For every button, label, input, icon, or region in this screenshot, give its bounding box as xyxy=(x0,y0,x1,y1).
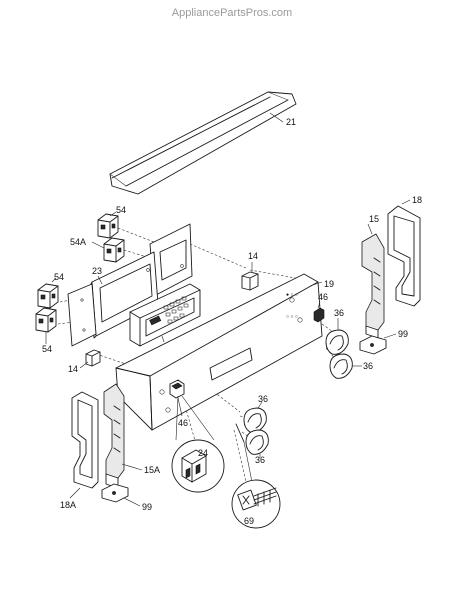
part-46-bottom-switch xyxy=(169,379,185,399)
callout-54A-top: 54A xyxy=(70,237,86,247)
part-99-right-plate xyxy=(359,335,387,355)
callout-15: 15 xyxy=(369,214,379,224)
part-54-left-terminal xyxy=(37,283,59,309)
part-69-screw-detail xyxy=(231,423,281,529)
callout-14-top: 14 xyxy=(248,251,258,261)
callout-14-bottom: 14 xyxy=(68,364,78,374)
callout-15A: 15A xyxy=(144,465,160,475)
part-14-bottom-connector xyxy=(85,349,101,367)
panel-marking-mid: ○ ○ ○ xyxy=(286,314,298,320)
part-18A-end-panel xyxy=(71,391,99,489)
callout-99-bottom: 99 xyxy=(142,502,152,512)
part-99-bottom-plate xyxy=(101,483,129,503)
part-15-end-bracket xyxy=(361,233,385,339)
control-buttons-grid xyxy=(163,296,189,324)
callout-54-top: 54 xyxy=(116,205,126,215)
callout-36-d: 36 xyxy=(255,455,265,465)
watermark-text: AppliancePartsPros.com xyxy=(172,7,292,19)
part-36-knob-a xyxy=(325,329,349,355)
part-46-right-switch xyxy=(313,307,325,323)
callout-23: 23 xyxy=(92,266,102,276)
part-36-knob-b xyxy=(329,353,353,379)
part-54A-terminal xyxy=(103,237,125,263)
part-54-top-terminal xyxy=(97,213,119,239)
control-panel-back-bracket xyxy=(149,223,193,297)
callout-36-a: 36 xyxy=(334,308,344,318)
callout-24: 24 xyxy=(198,448,208,458)
callout-46-right: 46 xyxy=(318,292,328,302)
panel-marking-top: ● ○ ○ xyxy=(286,292,298,298)
part-36-knob-c xyxy=(243,407,267,433)
part-54-bottom-terminal xyxy=(35,307,57,333)
callout-99-right: 99 xyxy=(398,329,408,339)
left-bracket-plate xyxy=(67,283,97,347)
callout-54-left: 54 xyxy=(54,272,64,282)
part-20-clock-control xyxy=(129,283,201,347)
callout-36-b: 36 xyxy=(363,361,373,371)
part-21-top-trim xyxy=(109,91,297,195)
callout-54-bottom: 54 xyxy=(42,344,52,354)
callout-18: 18 xyxy=(412,195,422,205)
part-36-knob-d xyxy=(245,429,269,455)
callout-36-c: 36 xyxy=(258,394,268,404)
part-24-switch-detail xyxy=(171,395,225,493)
part-14-top-connector xyxy=(241,271,259,291)
callout-21: 21 xyxy=(286,117,296,127)
part-18-end-panel xyxy=(387,205,421,307)
callout-46-bottom: 46 xyxy=(178,418,188,428)
callout-19: 19 xyxy=(324,279,334,289)
callout-69: 69 xyxy=(244,516,254,526)
part-15A-end-bracket xyxy=(103,383,125,489)
callout-18A: 18A xyxy=(60,500,76,510)
